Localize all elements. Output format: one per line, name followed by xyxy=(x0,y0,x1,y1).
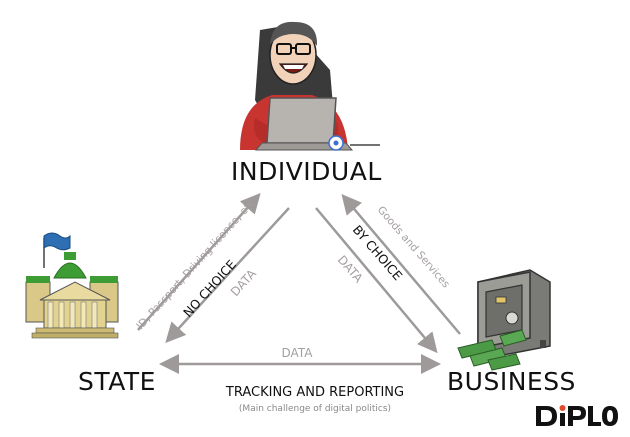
node-individual: INDIVIDUAL xyxy=(231,157,382,186)
government-building-icon xyxy=(25,232,119,339)
edge-label-data-right: DATA xyxy=(335,253,366,286)
diplo-logo xyxy=(533,402,618,430)
arrow-individual-to-state xyxy=(165,207,290,343)
arrows xyxy=(137,193,461,374)
caption-title: TRACKING AND REPORTING xyxy=(225,385,405,400)
arrow-business-to-individual xyxy=(341,193,461,335)
arrow-individual-to-business xyxy=(315,207,438,354)
caption-subtitle: (Main challenge of digital politics) xyxy=(238,404,392,414)
safe-with-money-icon xyxy=(457,269,551,371)
person-with-laptop-icon xyxy=(240,21,380,151)
arrow-state-to-individual xyxy=(137,193,261,331)
node-state: STATE xyxy=(78,367,156,396)
node-business: BUSINESS xyxy=(447,367,576,396)
edge-label-data-bottom: DATA xyxy=(282,346,314,360)
